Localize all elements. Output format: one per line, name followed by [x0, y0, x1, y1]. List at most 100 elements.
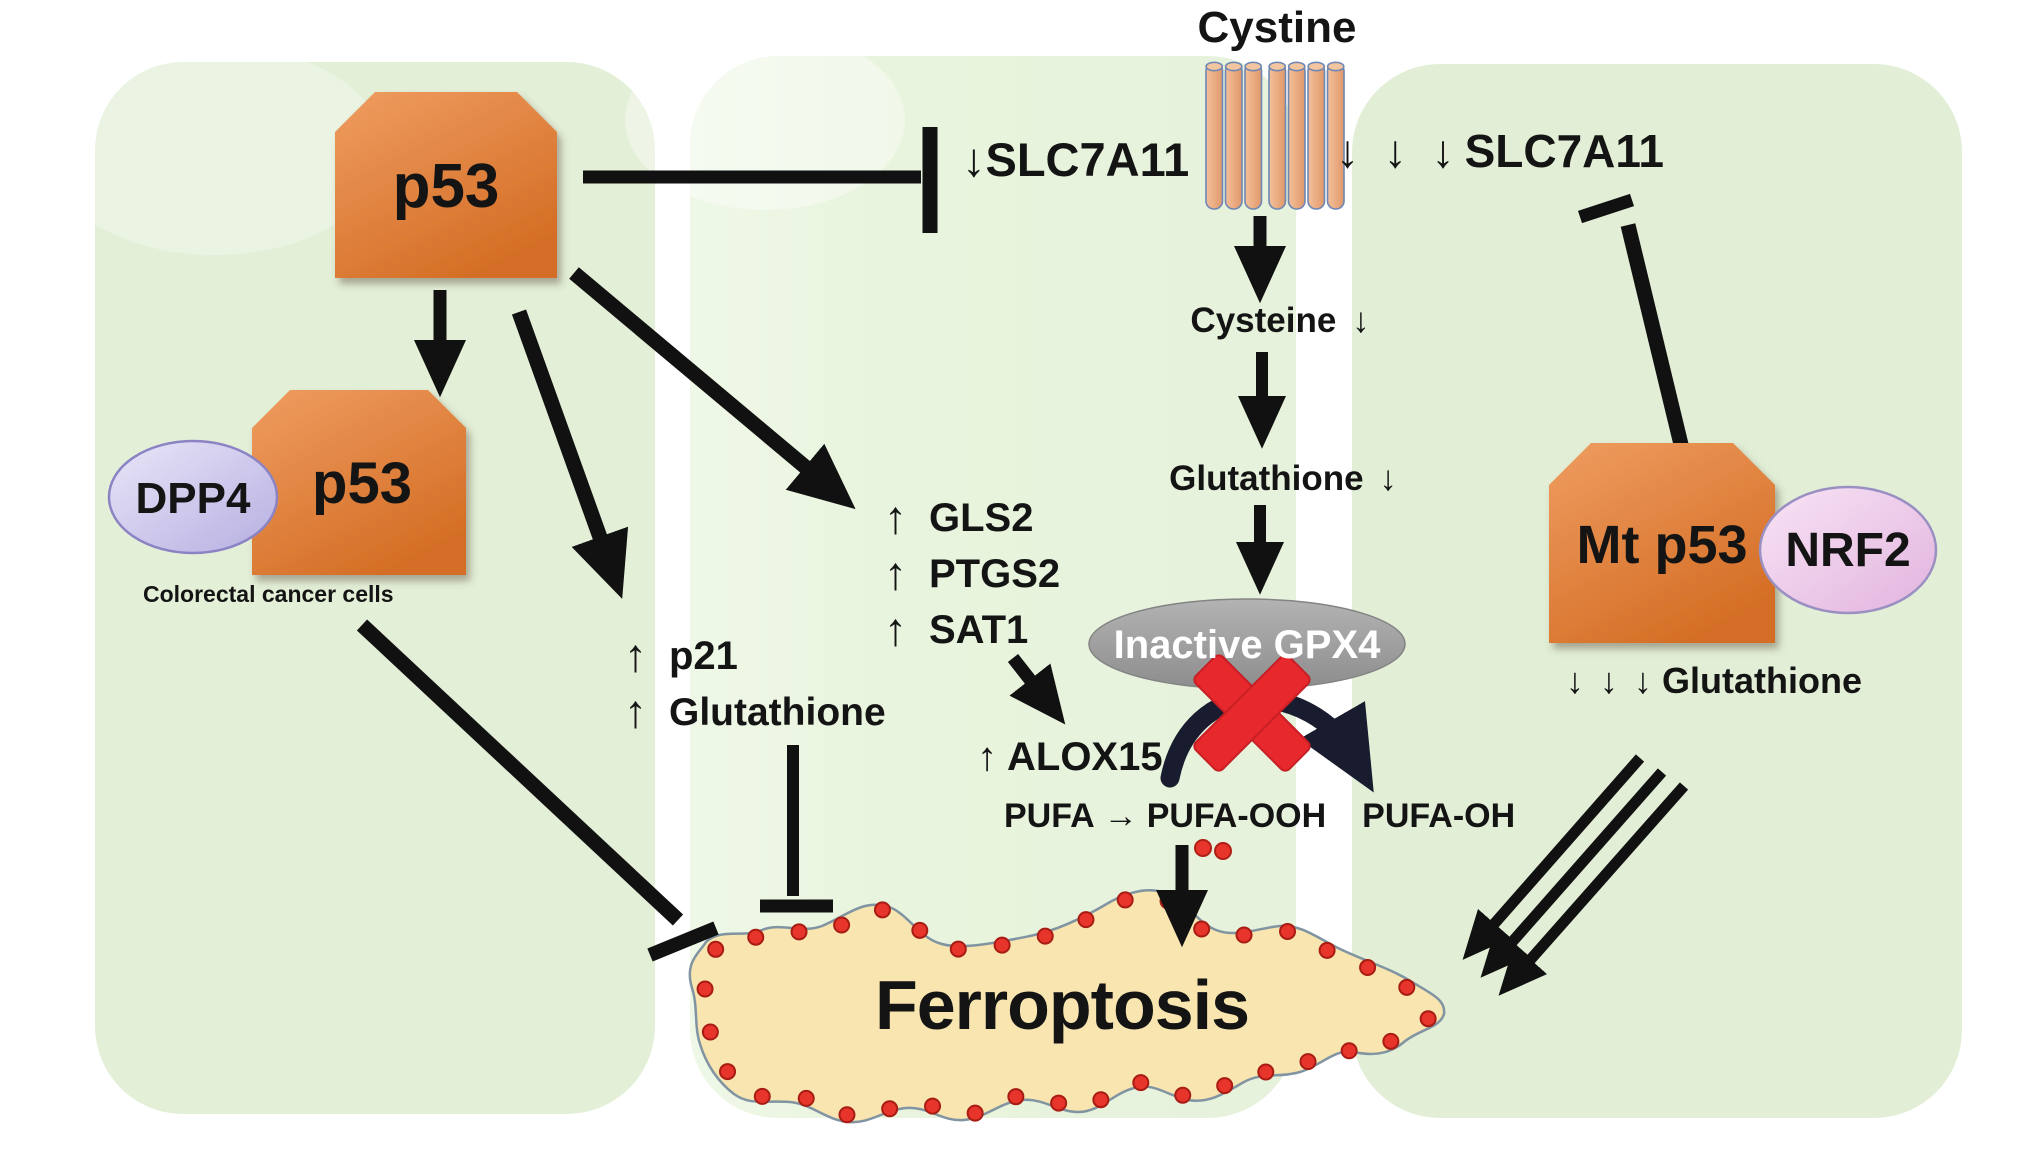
membrane-dot [1279, 922, 1297, 940]
membrane-dot [1092, 1091, 1110, 1109]
down-arrow-icon: ↓ [962, 133, 986, 186]
p53-complex-label: p53 [312, 451, 412, 516]
membrane-dot [753, 1087, 771, 1105]
gls2-row: ↑ GLS2 [884, 491, 1034, 543]
colorectal-caption: Colorectal cancer cells [143, 581, 394, 607]
membrane-dot [1050, 1094, 1068, 1112]
glutathione-mid-text: Glutathione [1169, 459, 1364, 498]
p21-text: p21 [669, 634, 738, 678]
glutathione-up-row: ↑ Glutathione [624, 685, 886, 737]
membrane-dot [747, 928, 765, 946]
membrane-dot [1235, 926, 1253, 944]
down-arrow-icon: ↓ [1379, 459, 1397, 498]
inhibit-bar-dpp4-ferroptosis [647, 921, 719, 962]
membrane-dot [873, 901, 891, 919]
membrane-dot [911, 921, 929, 939]
mtp53-shape [1549, 443, 1775, 643]
triple-down-arrow-icon: ↓ ↓ ↓ [1336, 125, 1455, 177]
slc7a11-mid-text: SLC7A11 [985, 133, 1190, 186]
membrane-dot [696, 980, 714, 998]
edges [356, 127, 1700, 996]
membrane-dot [1132, 1074, 1150, 1092]
membrane-dot [1382, 1032, 1400, 1050]
up-arrow-icon: ↑ [884, 491, 907, 543]
slc7a11-right-label: ↓ ↓ ↓SLC7A11 [1336, 128, 1664, 174]
p53-top-label: p53 [392, 152, 500, 221]
up-arrow-icon: ↑ [624, 685, 647, 737]
alox15-label: ↑ALOX15 [977, 737, 1163, 777]
arrow-sat1-to-alox15 [1007, 653, 1066, 725]
membrane-dot [1216, 1077, 1234, 1095]
membrane-dot [1116, 891, 1134, 909]
arrow-p53-to-gls2 [569, 267, 856, 510]
cystine-transporter-channel-icon [1205, 61, 1345, 210]
membrane-dot [1299, 1053, 1317, 1071]
membrane-dot [790, 923, 808, 941]
left-cell-panel [95, 62, 655, 1114]
membrane-dot [1359, 959, 1377, 977]
membrane-dot [833, 916, 851, 934]
membrane-dot [949, 940, 967, 958]
sat1-row: ↑ SAT1 [884, 603, 1029, 655]
gls2-text: GLS2 [929, 496, 1034, 540]
membrane-dot [924, 1097, 942, 1115]
pufa-oh-text: PUFA-OH [1362, 797, 1516, 835]
pufa-ooh-text: PUFA-OOH [1146, 797, 1327, 835]
cysteine-text: Cysteine [1190, 301, 1337, 340]
ferroptosis-label: Ferroptosis [874, 966, 1250, 1044]
membrane-dot [1159, 892, 1177, 910]
membrane-dot [1419, 1010, 1437, 1028]
pufa-reaction-row: PUFA → PUFA-OOH PUFA-OH [1004, 799, 1515, 833]
cell-panels [45, 30, 1962, 1118]
panel-highlight [45, 45, 385, 255]
mtp53-label: Mt p53 [1576, 515, 1748, 575]
glutathione-mid-label: Glutathione ↓ [1169, 461, 1397, 496]
right-arrow-icon: → [1103, 797, 1138, 835]
membrane-dot [1174, 1086, 1192, 1104]
dpp4-ellipse [107, 439, 279, 555]
p21-row: ↑ p21 [624, 629, 738, 681]
p53-complex-shape [252, 390, 466, 575]
alox15-text: ALOX15 [1007, 735, 1163, 779]
inhibit-line-dpp4-ferroptosis [356, 619, 684, 926]
inhibit-bar-mtp53-slc7a11 [1577, 193, 1635, 224]
down-arrow-icon: ↓ [1352, 301, 1370, 340]
membrane-dot [1398, 978, 1416, 996]
membrane-dot [1036, 927, 1054, 945]
up-arrow-icon: ↑ [884, 547, 907, 599]
up-arrow-icon: ↑ [624, 629, 647, 681]
membrane-dot [701, 1023, 719, 1041]
panel-highlight [625, 30, 905, 210]
arrow-mtp53-ferroptosis-2 [1480, 768, 1667, 978]
glutathione-right-text: Glutathione [1662, 660, 1863, 701]
nrf2-label: NRF2 [1785, 524, 1911, 577]
arrow-mtp53-ferroptosis-1 [1462, 754, 1645, 960]
membrane-dots [696, 891, 1437, 1124]
membrane-dot [1257, 1063, 1275, 1081]
membrane-dot [881, 1100, 899, 1118]
nrf2-ellipse [1758, 485, 1938, 615]
membrane-dot [1340, 1042, 1358, 1060]
ptgs2-row: ↑ PTGS2 [884, 547, 1061, 599]
sat1-text: SAT1 [929, 608, 1029, 652]
cystine-label: Cystine [1197, 3, 1357, 52]
membrane-dot [838, 1106, 856, 1124]
glutathione-up-text: Glutathione [669, 691, 886, 734]
dpp4-label: DPP4 [135, 474, 251, 523]
ptgs2-text: PTGS2 [929, 552, 1061, 596]
p53-top-shape [335, 92, 557, 278]
membrane-dot [719, 1063, 737, 1081]
slc7a11-right-text: SLC7A11 [1464, 125, 1664, 177]
protein-nodes [252, 92, 1775, 643]
membrane-dot [966, 1104, 984, 1122]
triple-down-arrow-icon: ↓ ↓ ↓ [1566, 660, 1653, 701]
membrane-dot [993, 936, 1011, 954]
glutathione-right-label: ↓ ↓ ↓Glutathione [1566, 663, 1862, 699]
up-arrow-icon: ↑ [977, 735, 997, 779]
membrane-dot [797, 1089, 815, 1107]
lipid-peroxide-dots [1194, 839, 1232, 860]
cysteine-label: Cysteine ↓ [1190, 303, 1369, 338]
up-arrow-icon: ↑ [884, 603, 907, 655]
